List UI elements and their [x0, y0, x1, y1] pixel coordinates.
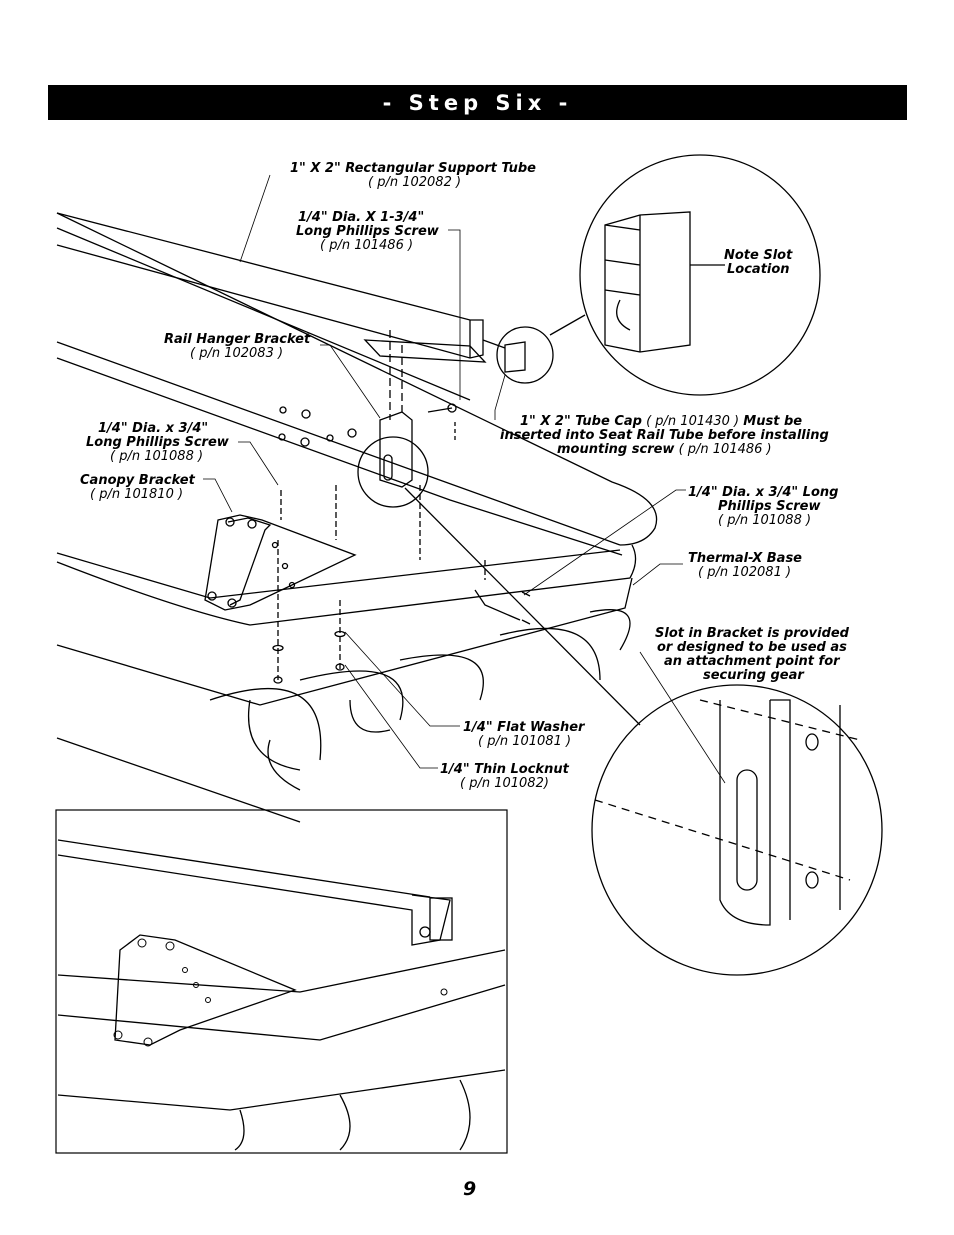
step-title: - Step Six -: [382, 90, 573, 115]
support-tube-label: 1" X 2" Rectangular Support Tube: [290, 161, 536, 176]
short-screw-left-pn: ( p/n 101088 ): [110, 449, 203, 464]
thermal-base-pn: ( p/n 102081 ): [698, 565, 791, 580]
page-number: 9: [463, 1178, 477, 1200]
slot-note-line1: Slot in Bracket is provided: [655, 626, 850, 641]
support-tube-pn: ( p/n 102082 ): [368, 175, 461, 190]
thin-locknut-pn: ( p/n 101082): [460, 776, 549, 791]
step-header: - Step Six -: [48, 85, 907, 120]
thermal-base-label: Thermal-X Base: [688, 551, 802, 566]
support-tube-drawing: [56, 212, 487, 363]
canopy-bracket-drawing: [204, 514, 357, 611]
tube-cap-line3: mounting screw ( p/n 101486 ): [557, 442, 772, 457]
flat-washer-pn: ( p/n 101081 ): [478, 734, 571, 749]
tube-cap-drawing: [482, 326, 554, 384]
flat-washer-label: 1/4" Flat Washer: [463, 720, 586, 735]
leader-lines: [203, 174, 726, 784]
thin-locknut-label: 1/4" Thin Locknut: [440, 762, 570, 777]
short-screw-left-label-2: Long Phillips Screw: [86, 435, 230, 450]
tube-cap-line2: inserted into Seat Rail Tube before inst…: [500, 428, 829, 443]
long-screw-label-1: 1/4" Dia. X 1-3/4": [298, 210, 424, 225]
long-screw-label-2: Long Phillips Screw: [296, 224, 440, 239]
tube-cap-zoom-drawing: [549, 154, 821, 396]
rail-hanger-pn: ( p/n 102083 ): [190, 346, 283, 361]
canopy-bracket-label: Canopy Bracket: [80, 473, 196, 488]
tube-cap-line1: 1" X 2" Tube Cap ( p/n 101430 ) Must be: [520, 414, 802, 429]
sled-base-drawing: [56, 212, 658, 823]
slot-note-line3: an attachment point for: [664, 654, 841, 669]
note-slot-label-2: Location: [727, 262, 790, 277]
slot-bracket-zoom-drawing: [404, 487, 883, 976]
slot-note-line4: securing gear: [703, 668, 805, 683]
slot-note-line2: or designed to be used as: [657, 640, 847, 655]
short-screw-right-label-2: Phillips Screw: [718, 499, 821, 514]
part-labels: 1" X 2" Rectangular Support Tube ( p/n 1…: [80, 161, 850, 791]
note-slot-label-1: Note Slot: [724, 248, 793, 263]
short-screw-right-label-1: 1/4" Dia. x 3/4" Long: [688, 485, 838, 500]
short-screw-left-label-1: 1/4" Dia. x 3/4": [98, 421, 208, 436]
rail-hanger-drawing: [272, 330, 531, 684]
long-screw-pn: ( p/n 101486 ): [320, 238, 413, 253]
canopy-bracket-pn: ( p/n 101810 ): [90, 487, 183, 502]
inset-detail-drawing: [55, 809, 508, 1154]
rail-hanger-label: Rail Hanger Bracket: [164, 332, 311, 347]
short-screw-right-pn: ( p/n 101088 ): [718, 513, 811, 528]
